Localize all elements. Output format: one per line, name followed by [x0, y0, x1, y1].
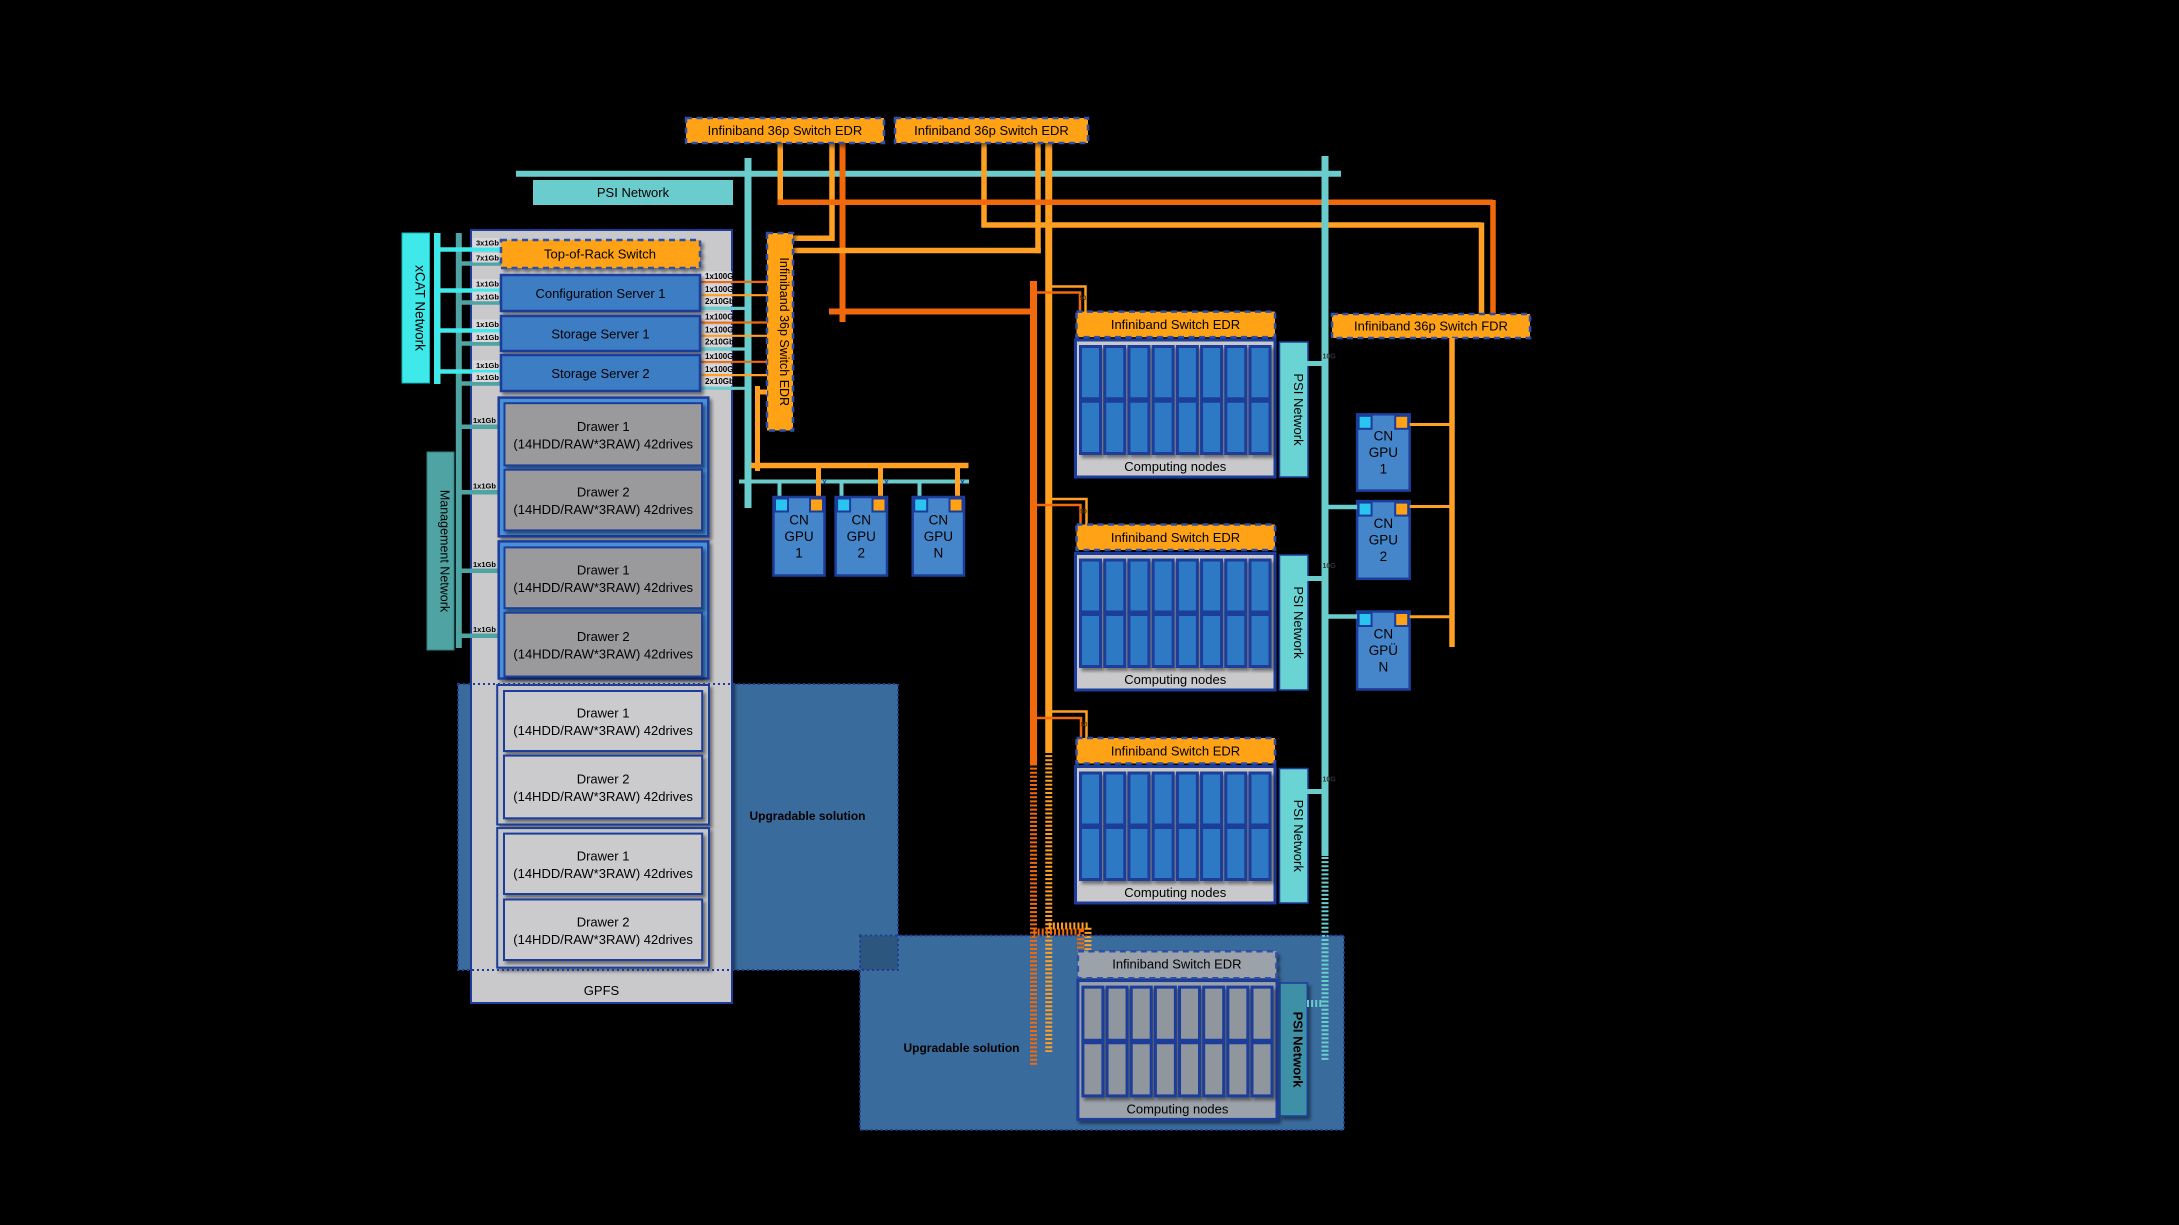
- svg-text:CN: CN: [929, 512, 949, 527]
- svg-text:xCAT Network: xCAT Network: [413, 265, 428, 351]
- svg-text:CN: CN: [1374, 516, 1394, 531]
- svg-text:Drawer 2: Drawer 2: [577, 914, 630, 929]
- svg-text:1x100G: 1x100G: [705, 365, 733, 374]
- svg-text:x: x: [822, 478, 827, 487]
- svg-text:Top-of-Rack Switch: Top-of-Rack Switch: [544, 247, 656, 262]
- svg-text:Computing nodes: Computing nodes: [1124, 672, 1226, 687]
- svg-text:PSI Network: PSI Network: [597, 185, 670, 200]
- svg-text:GPU: GPU: [1369, 532, 1398, 547]
- svg-text:GPU: GPU: [924, 529, 953, 544]
- svg-text:2: 2: [858, 545, 866, 560]
- svg-text:(14HDD/RAW*3RAW) 42drives: (14HDD/RAW*3RAW) 42drives: [513, 436, 693, 451]
- svg-text:Drawer 2: Drawer 2: [577, 485, 630, 500]
- svg-text:1x1Gb: 1x1Gb: [476, 292, 499, 301]
- svg-text:2x10Gb: 2x10Gb: [705, 338, 734, 347]
- svg-text:1x100G: 1x100G: [705, 313, 733, 322]
- svg-text:x: x: [884, 478, 889, 487]
- svg-text:GPU: GPU: [847, 529, 876, 544]
- svg-text:Storage Server 2: Storage Server 2: [551, 366, 649, 381]
- svg-text:10G: 10G: [1323, 354, 1337, 361]
- svg-text:(14HDD/RAW*3RAW) 42drives: (14HDD/RAW*3RAW) 42drives: [513, 502, 693, 517]
- svg-text:PSI Network: PSI Network: [1291, 373, 1306, 446]
- svg-text:1x1Gb: 1x1Gb: [473, 482, 496, 491]
- svg-text:1x1Gb: 1x1Gb: [473, 416, 496, 425]
- svg-text:N: N: [933, 545, 943, 560]
- svg-text:(14HDD/RAW*3RAW) 42drives: (14HDD/RAW*3RAW) 42drives: [513, 580, 693, 595]
- svg-text:2: 2: [1380, 549, 1388, 564]
- svg-text:3x1Gb: 3x1Gb: [476, 239, 499, 248]
- svg-text:50: 50: [1080, 510, 1087, 516]
- svg-text:Configuration Server 1: Configuration Server 1: [535, 286, 665, 301]
- svg-text:Upgradable solution: Upgradable solution: [903, 1041, 1019, 1055]
- svg-text:10G: 10G: [1323, 777, 1337, 784]
- svg-text:GPFS: GPFS: [584, 983, 620, 998]
- svg-text:Computing nodes: Computing nodes: [1124, 459, 1226, 474]
- svg-text:1x1Gb: 1x1Gb: [473, 625, 496, 634]
- svg-text:Drawer 2: Drawer 2: [577, 771, 630, 786]
- svg-text:Drawer 1: Drawer 1: [577, 706, 630, 721]
- svg-text:(14HDD/RAW*3RAW) 42drives: (14HDD/RAW*3RAW) 42drives: [513, 647, 693, 662]
- svg-text:Infiniband 36p Switch EDR: Infiniband 36p Switch EDR: [914, 123, 1069, 138]
- svg-text:Infiniband 36p Switch EDR: Infiniband 36p Switch EDR: [708, 123, 863, 138]
- svg-text:7x1Gb: 7x1Gb: [476, 254, 499, 263]
- svg-text:CN: CN: [852, 512, 872, 527]
- svg-text:Drawer 1: Drawer 1: [577, 562, 630, 577]
- svg-text:GPU: GPU: [1369, 445, 1398, 460]
- svg-text:1x100G: 1x100G: [705, 352, 733, 361]
- svg-text:Infiniband 36p Switch EDR: Infiniband 36p Switch EDR: [777, 257, 791, 406]
- svg-text:Computing nodes: Computing nodes: [1124, 885, 1226, 900]
- svg-text:2x10Gb: 2x10Gb: [705, 297, 734, 306]
- svg-text:(14HDD/RAW*3RAW) 42drives: (14HDD/RAW*3RAW) 42drives: [513, 789, 693, 804]
- svg-text:1x1Gb: 1x1Gb: [476, 361, 499, 370]
- svg-text:Upgradable solution: Upgradable solution: [749, 809, 865, 823]
- svg-text:1x100G: 1x100G: [705, 285, 733, 294]
- svg-text:PSI Network: PSI Network: [1291, 586, 1306, 659]
- svg-text:10G: 10G: [1323, 563, 1337, 570]
- svg-text:2x10Gb: 2x10Gb: [705, 377, 734, 386]
- svg-text:(14HDD/RAW*3RAW) 42drives: (14HDD/RAW*3RAW) 42drives: [513, 723, 693, 738]
- svg-text:Infiniband Switch EDR: Infiniband Switch EDR: [1111, 744, 1240, 759]
- svg-text:Drawer 1: Drawer 1: [577, 419, 630, 434]
- svg-text:CN: CN: [1374, 626, 1394, 641]
- svg-text:GPÜ: GPÜ: [1369, 643, 1398, 658]
- svg-text:(14HDD/RAW*3RAW) 42drives: (14HDD/RAW*3RAW) 42drives: [513, 866, 693, 881]
- svg-text:1: 1: [795, 545, 803, 560]
- svg-text:1x100G: 1x100G: [705, 272, 733, 281]
- svg-text:1x1Gb: 1x1Gb: [476, 373, 499, 382]
- svg-text:Computing nodes: Computing nodes: [1126, 1101, 1228, 1116]
- svg-text:50: 50: [1080, 296, 1087, 302]
- svg-text:GPU: GPU: [784, 529, 813, 544]
- svg-text:1x1Gb: 1x1Gb: [476, 320, 499, 329]
- svg-text:N: N: [1379, 659, 1389, 674]
- svg-text:CN: CN: [789, 512, 809, 527]
- svg-text:Infiniband 36p Switch FDR: Infiniband 36p Switch FDR: [1354, 319, 1508, 334]
- svg-text:Drawer 1: Drawer 1: [577, 848, 630, 863]
- svg-text:(14HDD/RAW*3RAW) 42drives: (14HDD/RAW*3RAW) 42drives: [513, 932, 693, 947]
- svg-text:CN: CN: [1374, 428, 1394, 443]
- svg-text:50: 50: [1081, 723, 1088, 729]
- svg-text:Storage Server 1: Storage Server 1: [551, 327, 649, 342]
- svg-text:Infiniband Switch EDR: Infiniband Switch EDR: [1111, 317, 1240, 332]
- svg-text:1: 1: [1380, 461, 1388, 476]
- svg-text:1x1Gb: 1x1Gb: [473, 560, 496, 569]
- svg-text:PSI Network: PSI Network: [1291, 800, 1306, 873]
- svg-text:x: x: [960, 478, 965, 487]
- svg-text:1x1Gb: 1x1Gb: [476, 333, 499, 342]
- svg-text:1x1Gb: 1x1Gb: [476, 280, 499, 289]
- svg-text:Infiniband Switch EDR: Infiniband Switch EDR: [1112, 957, 1241, 972]
- svg-text:PSI Network: PSI Network: [1291, 1012, 1306, 1089]
- svg-text:1x100G: 1x100G: [705, 326, 733, 335]
- svg-text:Management Network: Management Network: [438, 490, 452, 613]
- svg-text:Infiniband Switch EDR: Infiniband Switch EDR: [1111, 530, 1240, 545]
- svg-text:Drawer 2: Drawer 2: [577, 629, 630, 644]
